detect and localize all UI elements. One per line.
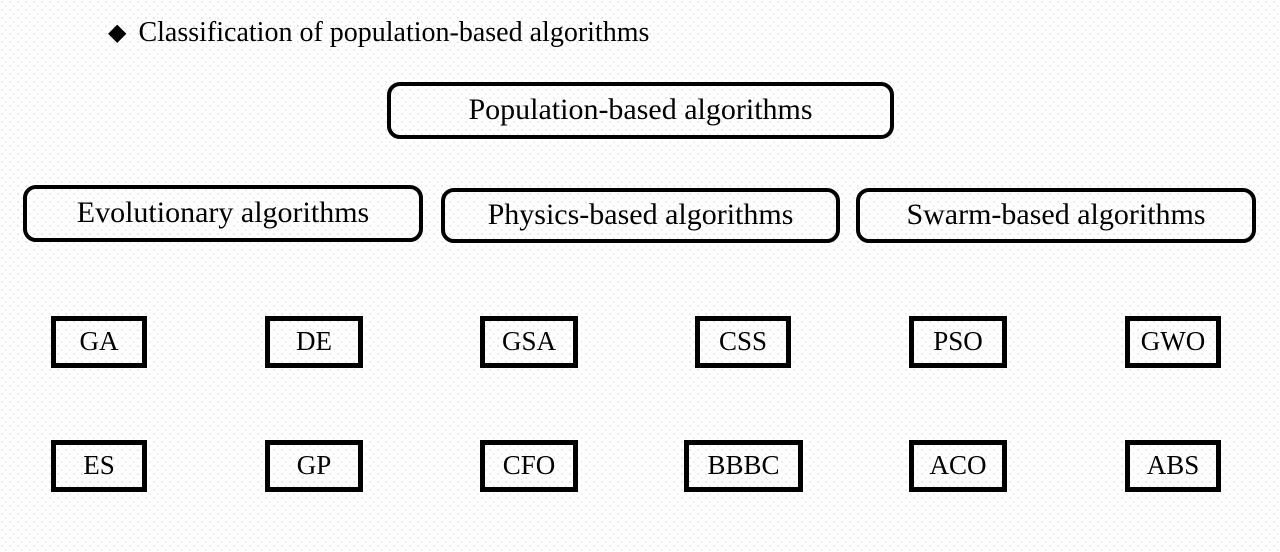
node-label: Evolutionary algorithms	[76, 195, 370, 229]
node-leaf-css[interactable]: CSS	[695, 316, 791, 368]
node-leaf-gsa[interactable]: GSA	[480, 316, 578, 368]
node-label: GWO	[1140, 325, 1206, 356]
node-category-evolutionary[interactable]: Evolutionary algorithms	[23, 185, 423, 242]
node-leaf-gwo[interactable]: GWO	[1125, 316, 1221, 368]
slide-heading: ◆ Classification of population-based alg…	[108, 17, 650, 49]
node-leaf-abs[interactable]: ABS	[1125, 440, 1221, 492]
node-label: GP	[296, 449, 332, 480]
node-label: Physics-based algorithms	[487, 197, 794, 231]
node-label: ABS	[1146, 449, 1200, 480]
node-leaf-ga[interactable]: GA	[51, 316, 147, 368]
diamond-bullet-icon: ◆	[108, 20, 127, 47]
node-leaf-bbbc[interactable]: BBBC	[684, 440, 803, 492]
node-label: BBBC	[707, 449, 780, 480]
node-label: ACO	[929, 449, 987, 480]
node-label: CSS	[718, 325, 768, 356]
page-title: Classification of population-based algor…	[138, 17, 650, 48]
node-label: CFO	[502, 449, 556, 480]
node-label: Population-based algorithms	[468, 92, 813, 126]
node-leaf-es[interactable]: ES	[51, 440, 147, 492]
node-leaf-pso[interactable]: PSO	[909, 316, 1007, 368]
node-label: ES	[83, 449, 115, 480]
node-label: PSO	[933, 325, 983, 356]
node-root-population-based-algorithms[interactable]: Population-based algorithms	[387, 82, 894, 139]
node-label: GA	[79, 325, 119, 356]
node-label: GSA	[501, 325, 556, 356]
node-leaf-aco[interactable]: ACO	[909, 440, 1007, 492]
node-leaf-cfo[interactable]: CFO	[480, 440, 578, 492]
node-category-swarm-based[interactable]: Swarm-based algorithms	[856, 188, 1256, 243]
node-label: DE	[296, 325, 332, 356]
node-leaf-gp[interactable]: GP	[265, 440, 363, 492]
node-label: Swarm-based algorithms	[906, 197, 1206, 231]
node-leaf-de[interactable]: DE	[265, 316, 363, 368]
node-category-physics-based[interactable]: Physics-based algorithms	[441, 188, 840, 243]
